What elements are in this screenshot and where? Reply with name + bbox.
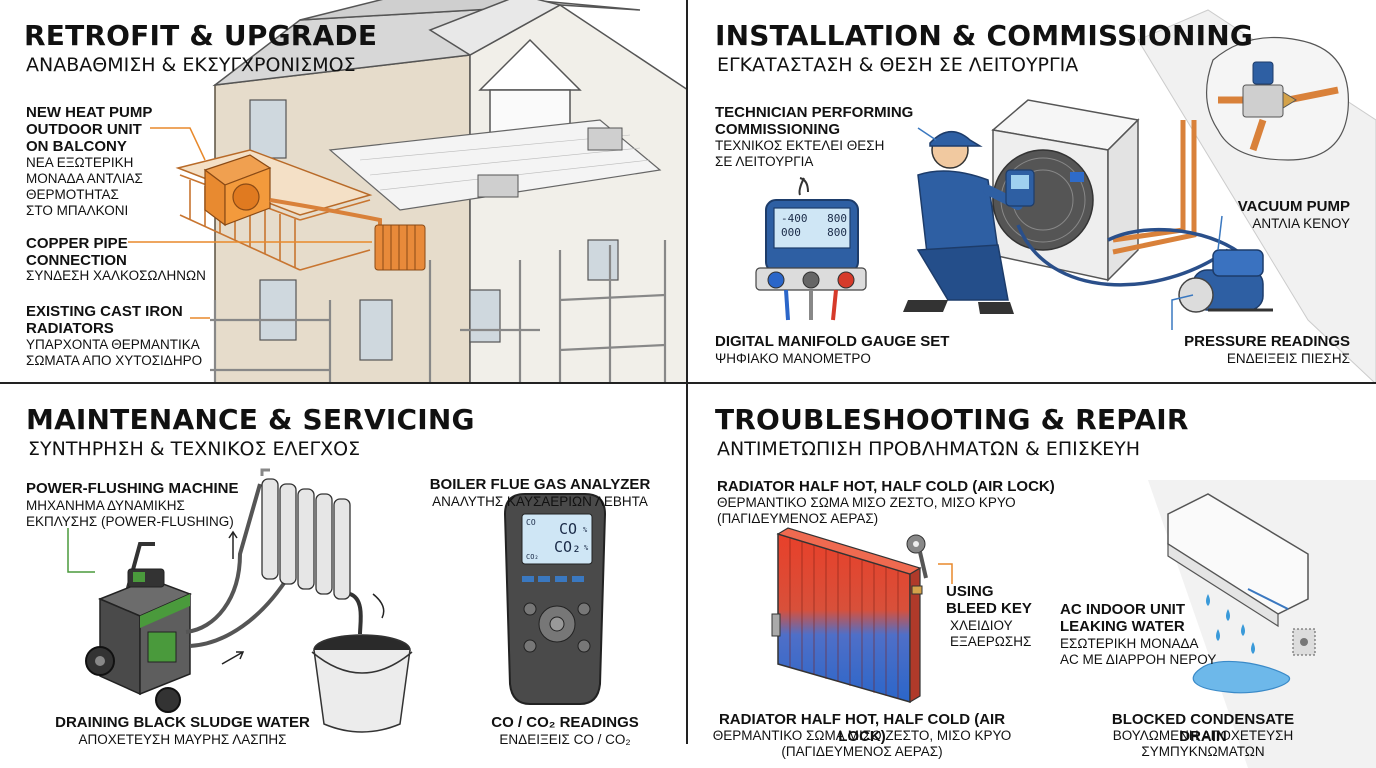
building-cutaway-illustration (128, 0, 688, 384)
analyzer-foot: CO₂ (526, 553, 539, 561)
panel-installation: -400 800 000 800 INSTALLATION & COMMISSION… (688, 0, 1376, 384)
air-lock-radiator (771, 527, 923, 704)
panel-title: TROUBLESHOOTING & REPAIR (715, 403, 1189, 436)
bleed-key-label: USING BLEED KEY (946, 583, 1032, 617)
heat-pump-unit (203, 154, 272, 227)
vacuum-pump-label-greek: ΑΝΤΛΙΑ ΚΕΝΟΥ (1252, 216, 1350, 231)
copper-pipe-label-greek: ΣΥΝΔΕΣΗ ΧΑΛΚΟΣΩΛΗΝΩΝ (26, 268, 206, 283)
panel-title: RETROFIT & UPGRADE (24, 19, 378, 52)
technician-label-greek: ΤΕΧΝΙΚΟΣ ΕΚΤΕΛΕΙ ΘΕΣΗ ΣΕ ΛΕΙΤΟΥΡΓΙΑ (715, 138, 885, 169)
air-lock-label: RADIATOR HALF HOT, HALF COLD (AIR LOCK) (717, 478, 1055, 495)
valve-inset (1205, 37, 1350, 161)
maintenance-illustration (67, 468, 607, 733)
flue-gas-analyzer (503, 493, 607, 705)
gauge-reading: 800 (827, 226, 847, 239)
copper-pipe-label: COPPER PIPE CONNECTION (26, 235, 128, 269)
manifold-gauge-label-greek: ΨΗΦΙΑΚΟ ΜΑΝΟΜΕΤΡΟ (715, 351, 871, 366)
radiators-label: EXISTING CAST IRON RADIATORS (26, 303, 183, 337)
indoor-ac-unit (1167, 493, 1309, 628)
flushing-machine-label: POWER-FLUSHING MACHINE (26, 480, 239, 497)
panel-title: INSTALLATION & COMMISSIONING (715, 19, 1254, 52)
air-lock-label-greek: ΘΕΡΜΑΝΤΙΚΟ ΣΩΜΑ ΜΙΣΟ ΖΕΣΤΟ, ΜΙΣΟ ΚΡΥΟ (Π… (717, 495, 1016, 526)
gauge-display: -400 800 000 800 (781, 212, 847, 240)
gauge-reading: 800 (827, 212, 847, 225)
bleed-key-label-greek: ΧΛΕΙΔΙΟΥ ΕΞΑΕΡΩΣΗΣ (950, 618, 1032, 649)
analyzer-label-greek: ΑΝΑΛΥΤΗΣ ΚΑΥΣΑΕΡΙΩΝ ΛΕΒΗΤΑ (432, 494, 648, 509)
manifold-gauge-label: DIGITAL MANIFOLD GAUGE SET (715, 333, 950, 350)
power-flushing-machine (85, 542, 192, 713)
vacuum-pump (1178, 249, 1273, 313)
panel-divider-horizontal (0, 382, 1376, 384)
analyzer-tag: CO (526, 518, 536, 527)
panel-troubleshooting: TROUBLESHOOTING & REPAIR ΑΝΤΙΜΕΤΩΠΙΣΗ ΠΡ… (688, 384, 1376, 768)
panel-subtitle: ΕΓΚΑΤΑΣΤΑΣΗ & ΘΕΣΗ ΣΕ ΛΕΙΤΟΥΡΓΙΑ (717, 54, 1079, 76)
condensate-drain-label: BLOCKED CONDENSATE DRAIN (1111, 711, 1295, 745)
bleed-key (906, 534, 928, 579)
panel-subtitle: ΑΝΤΙΜΕΤΩΠΙΣΗ ΠΡΟΒΛΗΜΑΤΩΝ & ΕΠΙΣΚΕΥΗ (717, 438, 1141, 460)
flushing-machine-label-greek: ΜΗΧΑΝΗΜΑ ΔΥΝΑΜΙΚΗΣ ΕΚΠΛΥΣΗΣ (POWER-FLUSH… (26, 498, 234, 529)
technician-figure (903, 131, 1035, 314)
panel-subtitle: ΣΥΝΤΗΡΗΣΗ & ΤΕΧΝΙΚΟΣ ΕΛΕΓΧΟΣ (28, 438, 361, 460)
analyzer-display: CO CO % CO₂ % CO₂ (522, 514, 592, 564)
panel-divider-vertical (686, 0, 688, 744)
analyzer-unit: % (583, 526, 588, 534)
manifold-gauge (755, 177, 867, 321)
panel-maintenance: CO CO % CO₂ % CO₂ MAINTENANCE & SERVICIN… (0, 384, 688, 768)
analyzer-unit: % (584, 544, 589, 552)
vacuum-pump-label: VACUUM PUMP (1237, 198, 1350, 215)
ac-leak-label-greek: ΕΣΩΤΕΡΙΚΗ ΜΟΝΑΔΑ AC ΜΕ ΔΙΑΡΡΟΗ ΝΕΡΟΥ (1060, 636, 1217, 667)
gauge-reading: -400 (781, 212, 808, 225)
installation-illustration (755, 9, 1376, 384)
condensate-drain-label-greek: ΒΟΥΛΩΜΕΝΗ ΑΠΟΧΕΤΕΥΣΗ ΣΥΜΠΥΚΝΩΜΑΤΩΝ (1112, 728, 1294, 759)
analyzer-co-line: CO (559, 520, 578, 538)
analyzer-co2-line: CO₂ (554, 538, 582, 556)
air-lock-label-bottom-greek: ΘΕΡΜΑΝΤΙΚΟ ΣΩΜΑ ΜΙΣΟ ΖΕΣΤΟ, ΜΙΣΟ ΚΡΥΟ (Π… (712, 728, 1012, 759)
air-lock-label-bottom: RADIATOR HALF HOT, HALF COLD (AIR LOCK) (718, 711, 1006, 745)
radiators-label-greek: ΥΠΑΡΧΟΝΤΑ ΘΕΡΜΑΝΤΙΚΑ ΣΩΜΑΤΑ ΑΠΟ ΧΥΤΟΣΙΔΗ… (26, 337, 203, 368)
ac-leak-label: AC INDOOR UNIT LEAKING WATER (1060, 601, 1185, 635)
pressure-readings-label: PRESSURE READINGS (1184, 333, 1350, 350)
panel-subtitle: ΑΝΑΒΑΘΜΙΣΗ & ΕΚΣΥΓΧΡΟΝΙΣΜΟΣ (26, 54, 356, 76)
sludge-bucket (311, 634, 413, 733)
sludge-label: DRAINING BLACK SLUDGE WATER (55, 714, 310, 731)
panel-title: MAINTENANCE & SERVICING (26, 403, 475, 436)
co-readings-label-greek: ΕΝΔΕΙΞΕΙΣ CO / CO₂ (499, 732, 631, 747)
troubleshooting-illustration (771, 480, 1376, 768)
gauge-reading: 000 (781, 226, 801, 239)
sludge-label-greek: ΑΠΟΧΕΤΕΥΣΗ ΜΑΥΡΗΣ ΛΑΣΠΗΣ (78, 732, 287, 747)
technician-label: TECHNICIAN PERFORMING COMMISSIONING (715, 104, 914, 138)
heat-pump-label-greek: ΝΕΑ ΕΞΩΤΕΡΙΚΗ ΜΟΝΑΔΑ ΑΝΤΛΙΑΣ ΘΕΡΜΟΤΗΤΑΣ … (26, 155, 143, 218)
panel-retrofit: RETROFIT & UPGRADE ΑΝΑΒΑΘΜΙΣΗ & ΕΚΣΥΓΧΡΟ… (0, 0, 688, 384)
analyzer-label: BOILER FLUE GAS ANALYZER (429, 476, 651, 493)
pressure-readings-label-greek: ΕΝΔΕΙΞΕΙΣ ΠΙΕΣΗΣ (1226, 351, 1350, 366)
heat-pump-label: NEW HEAT PUMP OUTDOOR UNIT ON BALCONY (26, 104, 153, 155)
co-readings-label: CO / CO₂ READINGS (491, 714, 639, 731)
